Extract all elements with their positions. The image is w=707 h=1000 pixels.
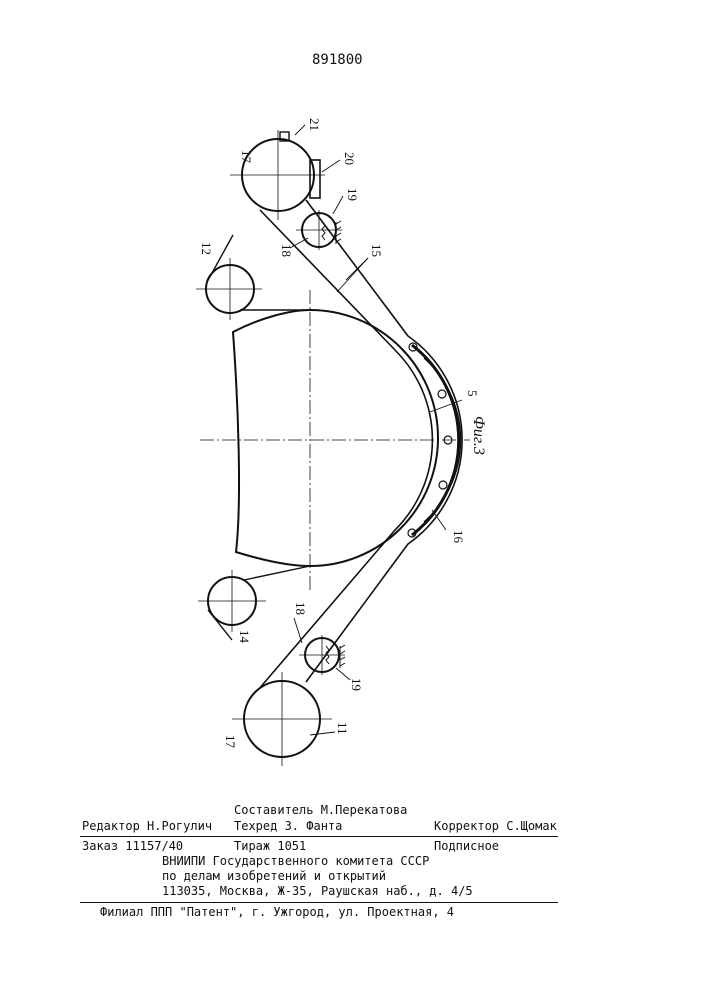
label-11: 11 xyxy=(335,722,350,735)
label-17-top: 17 xyxy=(239,150,254,164)
label-20: 20 xyxy=(342,152,357,165)
label-12: 12 xyxy=(199,242,214,255)
org-line-1: ВНИИПИ Государственного комитета СССР xyxy=(162,854,429,868)
drum-outline xyxy=(233,310,438,566)
label-19-bottom: 19 xyxy=(349,678,364,691)
label-5: 5 xyxy=(465,390,480,397)
corrector-line: Корректор С.Щомак xyxy=(434,819,557,833)
label-18-top: 18 xyxy=(279,244,294,257)
element-20 xyxy=(310,160,320,198)
label-19-top: 19 xyxy=(345,188,360,201)
label-14: 14 xyxy=(237,630,252,644)
label-15: 15 xyxy=(369,244,384,257)
composer-line: Составитель М.Перекатова xyxy=(234,803,407,817)
order-line: Заказ 11157/40 xyxy=(82,839,183,853)
label-17-bottom: 17 xyxy=(223,735,238,749)
circulation-line: Тираж 1051 xyxy=(234,839,306,853)
subscription-line: Подписное xyxy=(434,839,499,853)
belt-15-outer xyxy=(258,210,432,690)
branch-line: Филиал ППП "Патент", г. Ужгород, ул. Про… xyxy=(100,905,454,919)
footer-rule-bottom xyxy=(80,902,558,903)
label-21: 21 xyxy=(307,118,322,131)
footer-rule-top xyxy=(80,836,558,837)
label-18-bottom: 18 xyxy=(293,602,308,615)
techred-line: Техред З. Фанта xyxy=(234,819,342,833)
label-16: 16 xyxy=(451,530,466,544)
figure-3-drawing: 17 21 20 19 18 12 15 5 16 14 18 19 17 11… xyxy=(0,0,707,800)
org-line-2: по делам изобретений и открытий xyxy=(162,869,386,883)
org-line-3: 113035, Москва, Ж-35, Раушская наб., д. … xyxy=(162,884,473,898)
editor-line: Редактор Н.Рогулич xyxy=(82,819,212,833)
figure-caption: Фиг.3 xyxy=(470,416,487,455)
